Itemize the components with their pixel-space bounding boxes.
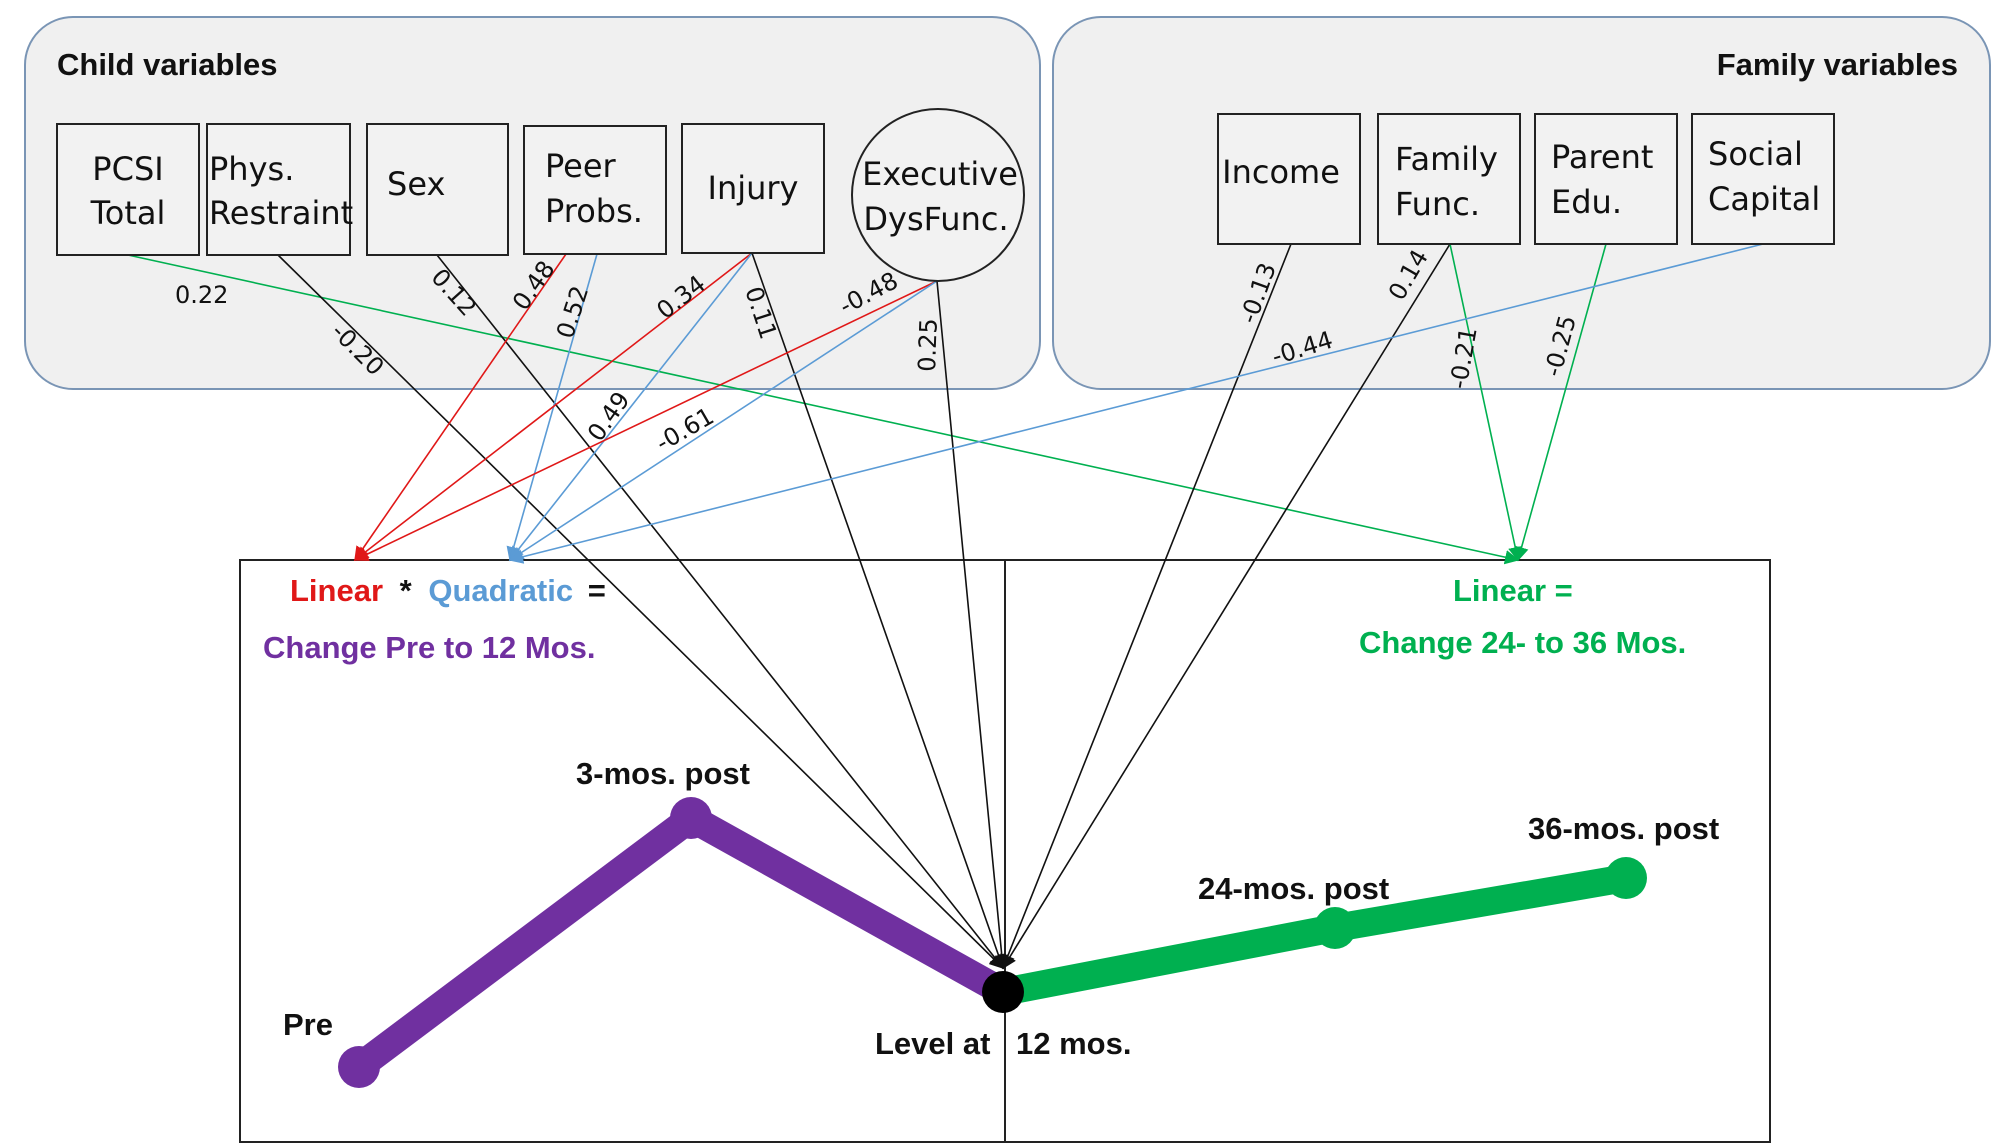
pcsi-total-label-1: PCSI	[92, 150, 163, 188]
social-capital-label-1: Social	[1708, 135, 1803, 173]
peer-probs-label-2: Probs.	[545, 192, 643, 230]
executive-dysfunc-label-1: Executive	[862, 155, 1018, 193]
family-func-label-1: Family	[1395, 140, 1498, 178]
twenty-four-month-label: 24-mos. post	[1198, 871, 1389, 906]
twelve-month-label: 12 mos.	[1016, 1026, 1131, 1061]
income-label: Income	[1222, 153, 1340, 191]
path-phys-to-level	[277, 254, 1005, 970]
path-exec-to-quad	[508, 280, 938, 561]
thirty-six-month-label: 36-mos. post	[1528, 811, 1719, 846]
path-exec-to-linear	[353, 280, 938, 561]
parent-edu-label-2: Edu.	[1551, 183, 1622, 221]
family-func-label-2: Func.	[1395, 185, 1480, 223]
coef-exec-level: 0.25	[913, 318, 943, 372]
path-famfunc-to-level	[1002, 243, 1451, 970]
path-injury-to-linear	[353, 252, 753, 561]
pcsi-total-box	[56, 123, 200, 256]
phys-restraint-label-2: Restraint	[209, 194, 353, 232]
trajectories	[338, 797, 1647, 1088]
coef-exec-quad: -0.61	[651, 402, 719, 457]
change-24-to-36-label: Change 24- to 36 Mos.	[1359, 625, 1686, 660]
change-24-to-36-panel	[1004, 559, 1771, 1143]
three-month-label: 3-mos. post	[576, 756, 750, 791]
pre-label: Pre	[283, 1007, 333, 1042]
peer-probs-box	[523, 125, 667, 255]
path-sex-to-level	[436, 254, 1004, 970]
family-variables-group	[1052, 16, 1991, 390]
timepoint-pre-dot	[338, 1046, 380, 1088]
injury-box	[681, 123, 825, 254]
timepoint-3-dot	[670, 797, 712, 839]
path-famfunc-to-linear36	[1449, 243, 1523, 562]
social-capital-box	[1691, 113, 1835, 245]
social-capital-label-2: Capital	[1708, 180, 1820, 218]
pcsi-total-label-2: Total	[90, 194, 166, 232]
level-at-label: Level at	[875, 1026, 990, 1061]
parent-edu-box	[1534, 113, 1678, 245]
path-exec-to-level	[936, 280, 1009, 970]
left-panel-heading: Linear * Quadratic =	[290, 573, 606, 608]
equals-sign: =	[588, 573, 606, 608]
injury-label: Injury	[708, 169, 799, 207]
peer-probs-label-1: Peer	[545, 147, 617, 185]
executive-dysfunc-label-2: DysFunc.	[863, 200, 1008, 238]
linear-label: Linear	[290, 573, 383, 608]
path-arrows	[127, 243, 1764, 970]
parent-edu-label-1: Parent	[1551, 138, 1653, 176]
timepoint-24-dot	[1314, 907, 1356, 949]
phys-restraint-box	[206, 123, 351, 256]
path-injury-to-quad	[509, 252, 753, 562]
path-paredu-to-linear36	[1514, 243, 1607, 562]
path-income-to-level	[1001, 243, 1292, 970]
quadratic-label: Quadratic	[428, 573, 573, 608]
path-sex-to-linear	[354, 253, 567, 562]
sex-box	[366, 123, 509, 256]
child-variables-title: Child variables	[57, 47, 278, 82]
times-sign: *	[400, 573, 413, 608]
path-social-to-quad	[508, 243, 1764, 564]
sex-label: Sex	[387, 165, 445, 203]
family-func-box	[1377, 113, 1521, 245]
family-variables-title: Family variables	[1717, 47, 1958, 82]
phys-restraint-label-1: Phys.	[209, 150, 294, 188]
executive-dysfunc-circle	[851, 108, 1025, 282]
coef-injury-quad: 0.49	[582, 387, 636, 447]
coef-pcsi-linear36: 0.22	[175, 281, 228, 309]
timepoint-36-dot	[1605, 857, 1647, 899]
timepoint-12-dot	[982, 971, 1024, 1013]
right-panel-linear-label: Linear =	[1453, 573, 1573, 608]
change-pre-to-12-label: Change Pre to 12 Mos.	[263, 630, 595, 665]
income-box	[1217, 113, 1361, 245]
path-injury-to-level	[751, 252, 1006, 970]
